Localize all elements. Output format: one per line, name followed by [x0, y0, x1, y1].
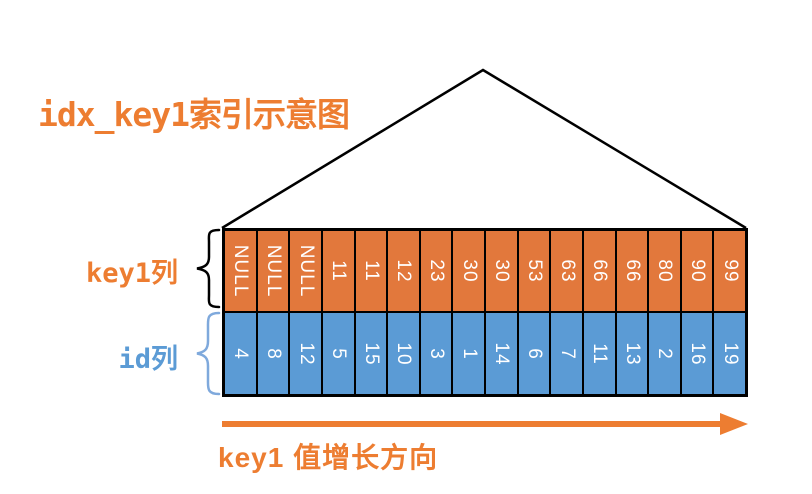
id-cell: 14 [486, 313, 519, 394]
key1-cell-value: NULL [295, 244, 317, 298]
id-cell-value: 6 [523, 347, 545, 360]
key1-cell: 63 [551, 231, 584, 313]
key1-cell-value: 66 [621, 259, 643, 283]
id-cell: 5 [322, 313, 356, 394]
key1-cell-value: 99 [719, 259, 741, 283]
id-cell: 3 [420, 313, 454, 394]
key1-row-label: key1列 [85, 258, 178, 289]
key1-cell: 66 [583, 231, 617, 313]
id-cell-value: 3 [426, 347, 448, 360]
key1-cell: 53 [518, 231, 552, 313]
key1-cell-value: 30 [491, 259, 513, 283]
id-cell-value: 15 [360, 341, 382, 366]
key1-cell-value: 90 [687, 259, 709, 283]
id-cell: 6 [518, 313, 552, 394]
id-cell-value: 13 [621, 341, 643, 366]
key1-cell-value: NULL [262, 244, 284, 298]
id-cell: 11 [583, 313, 617, 394]
key1-cell-value: 12 [393, 259, 415, 283]
key1-cell: 66 [616, 231, 650, 313]
key1-cell: NULL [225, 231, 258, 313]
key1-cell: NULL [257, 231, 291, 313]
key1-cell-value: 66 [589, 259, 611, 283]
id-cell: 10 [388, 313, 421, 394]
key1-cell: 80 [649, 231, 682, 313]
id-cell: 13 [616, 313, 650, 394]
id-cell-value: 4 [230, 347, 252, 360]
key1-cell: 12 [388, 231, 421, 313]
key1-cell-value: 23 [426, 259, 448, 283]
id-cell-value: 16 [687, 341, 709, 366]
id-cell-value: 11 [589, 342, 611, 365]
key1-cell: 11 [355, 231, 389, 313]
id-cell-value: 7 [556, 347, 578, 360]
growth-arrow-head [720, 413, 748, 435]
id-cell-value: 14 [491, 341, 513, 366]
id-cell-value: 5 [328, 347, 350, 360]
key1-cell: 30 [486, 231, 519, 313]
key1-cell-value: 11 [328, 260, 350, 282]
key1-cell: NULL [290, 231, 323, 313]
key1-cell: 30 [453, 231, 486, 313]
key1-cell-value: 53 [523, 259, 545, 283]
diagram-title: idx_key1索引示意图 [38, 95, 350, 134]
id-cell-value: 12 [295, 341, 317, 366]
key1-cell-value: 11 [360, 260, 382, 282]
id-cell-value: 8 [262, 347, 284, 360]
id-cell: 7 [551, 313, 584, 394]
id-cell: 19 [714, 313, 745, 394]
id-cell-value: 1 [458, 347, 480, 360]
growth-direction-label: key1 值增长方向 [218, 442, 439, 473]
id-cell-value: 10 [393, 341, 415, 366]
key1-cell-value: 30 [458, 259, 480, 283]
id-cell: 15 [355, 313, 389, 394]
id-row: 4 8 12 5 15 10 3 1 14 6 7 11 13 2 16 19 [225, 313, 745, 394]
key1-cell-value: NULL [230, 244, 252, 298]
id-row-brace [196, 311, 221, 396]
key1-cell: 90 [681, 231, 715, 313]
id-cell: 16 [681, 313, 715, 394]
key1-row: NULL NULL NULL 11 11 12 23 30 30 53 63 6… [225, 231, 745, 313]
id-cell: 12 [290, 313, 323, 394]
key1-cell: 11 [322, 231, 356, 313]
id-cell-value: 2 [654, 347, 676, 360]
id-row-label: id列 [118, 344, 178, 375]
key1-cell: 99 [714, 231, 745, 313]
key1-row-brace [196, 228, 221, 309]
index-table: NULL NULL NULL 11 11 12 23 30 30 53 63 6… [222, 228, 748, 397]
id-cell: 4 [225, 313, 258, 394]
key1-cell: 23 [420, 231, 454, 313]
id-cell: 2 [649, 313, 682, 394]
key1-cell-value: 63 [556, 259, 578, 283]
id-cell: 1 [453, 313, 486, 394]
key1-cell-value: 80 [654, 259, 676, 283]
id-cell: 8 [257, 313, 291, 394]
id-cell-value: 19 [719, 341, 741, 366]
